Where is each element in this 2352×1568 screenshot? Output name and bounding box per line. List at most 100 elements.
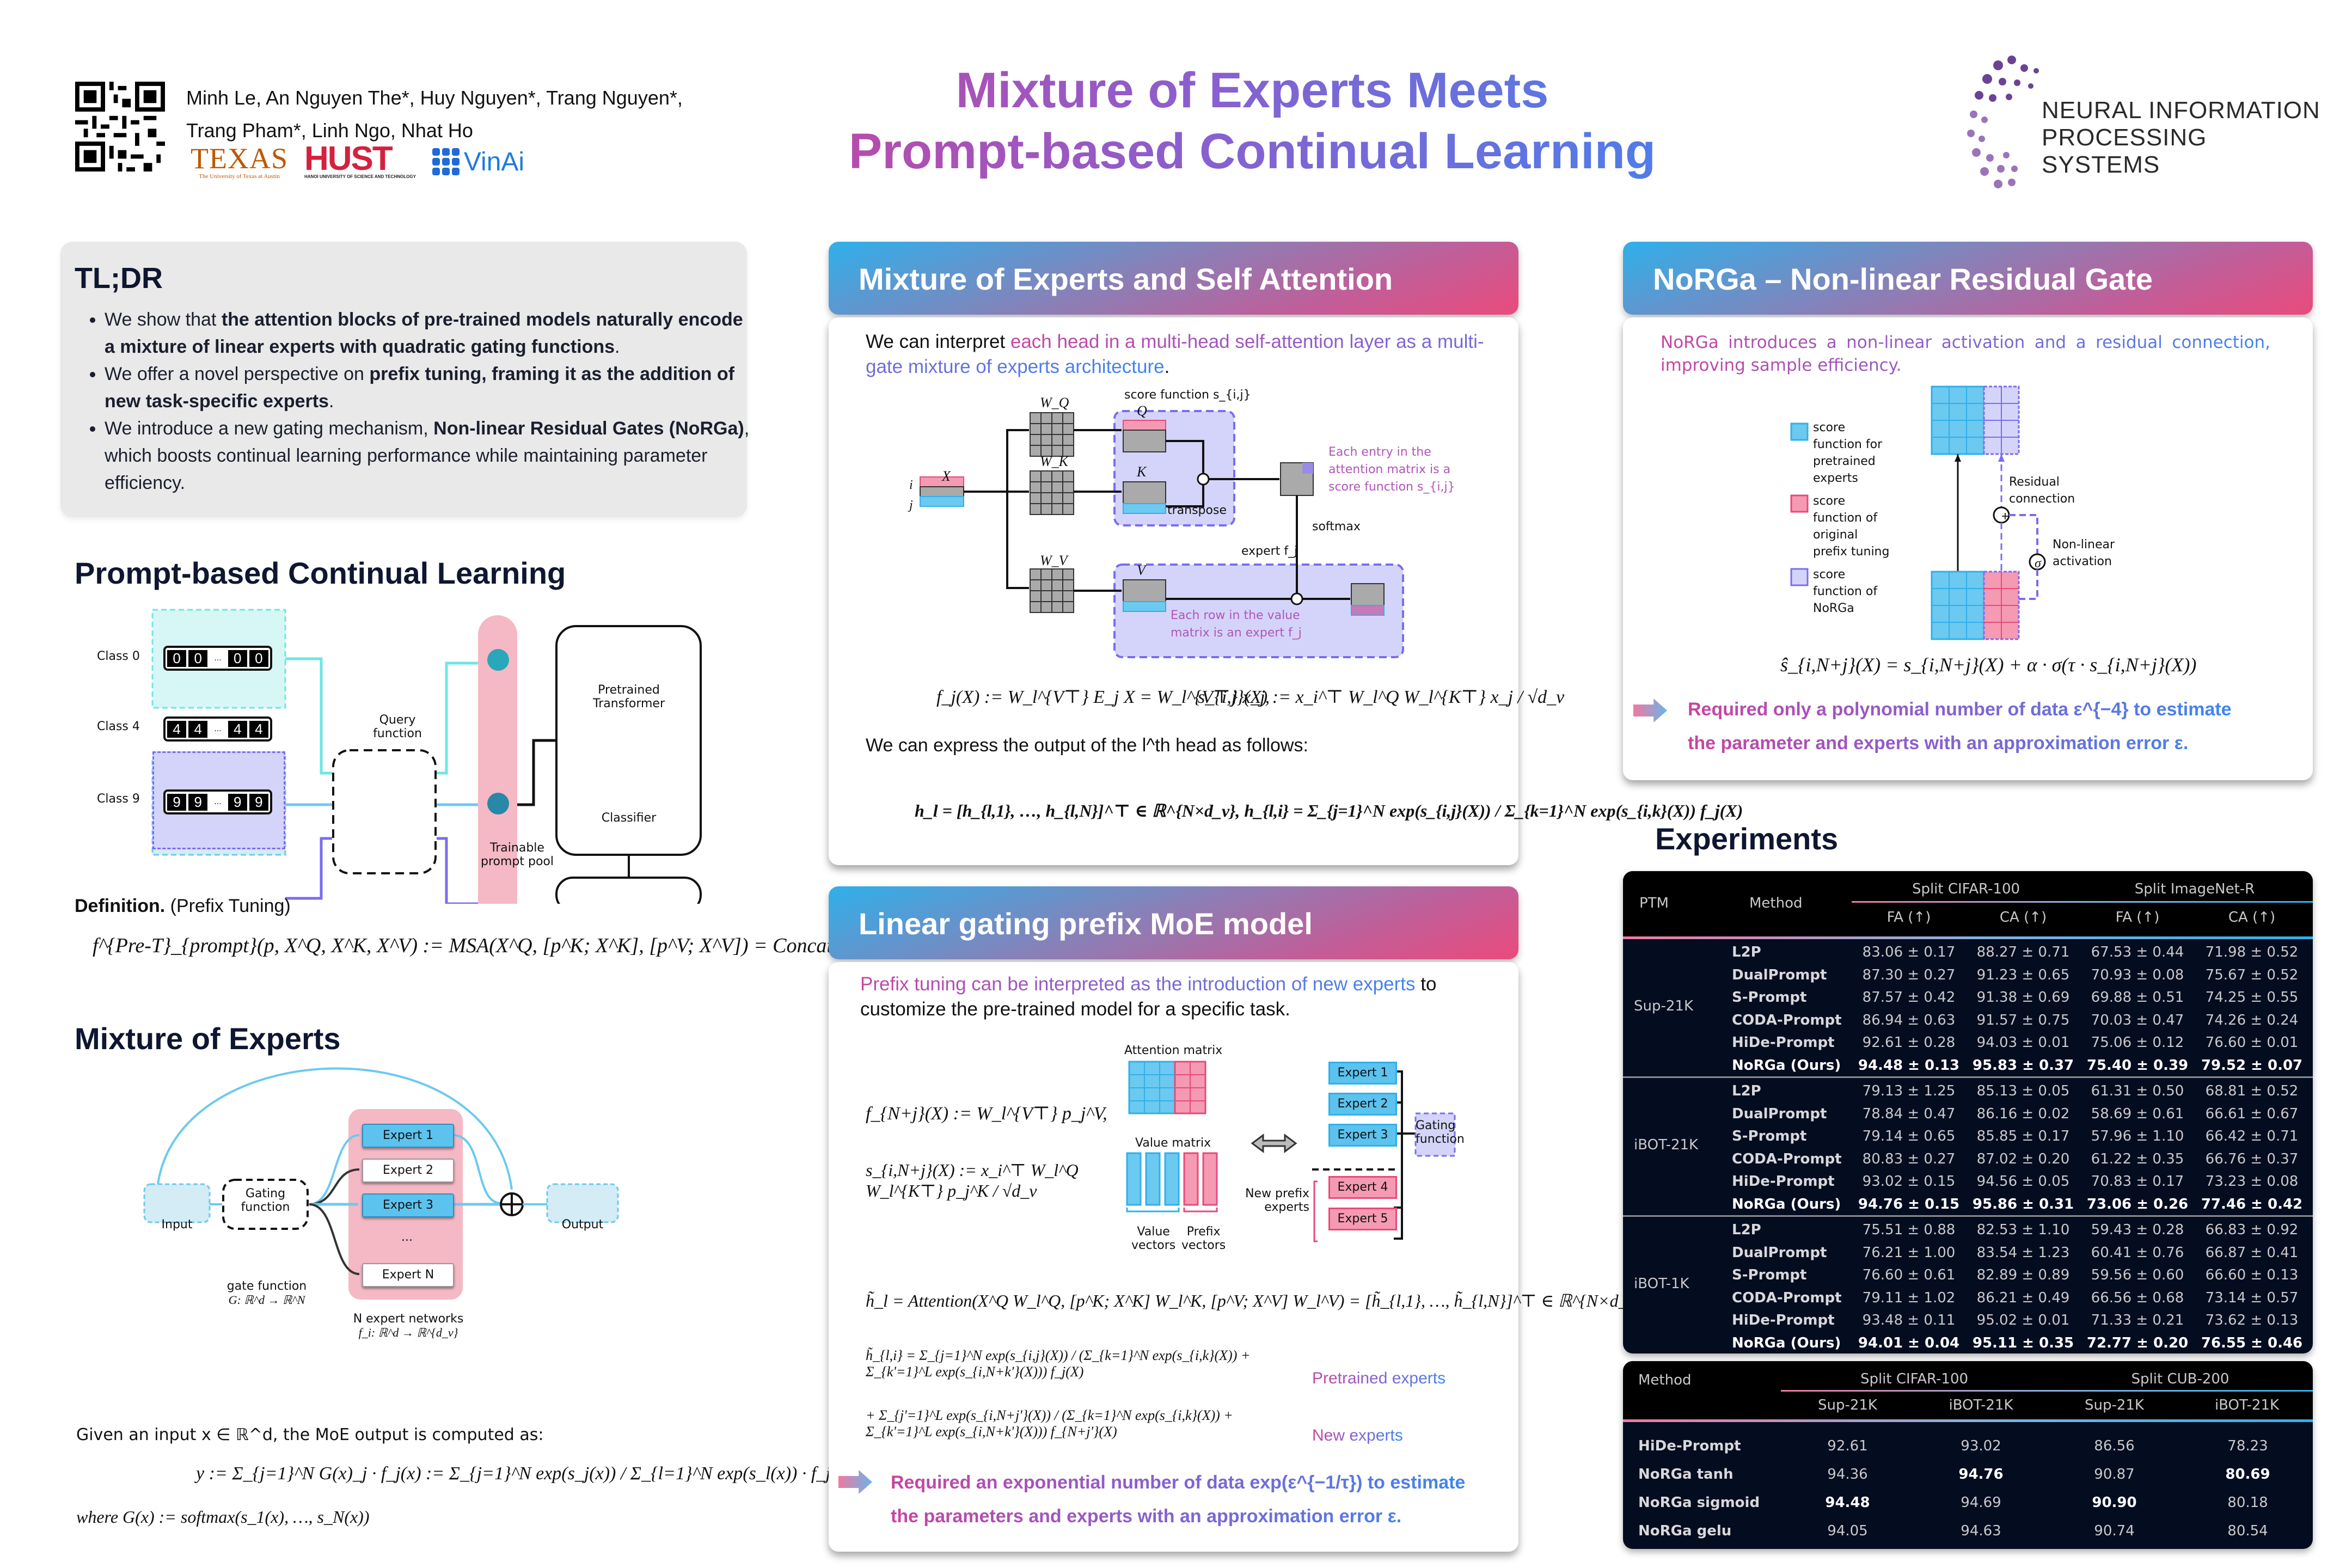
pretrained-experts-formula: h̃_{l,i} = Σ_{j=1}^N exp(s_{i,j}(X)) / (…: [866, 1347, 1251, 1380]
value-cell: 59.56 ± 0.60: [2091, 1267, 2184, 1283]
group-cifar: Split CIFAR-100: [1912, 881, 2020, 897]
ptm-label: iBOT-1K: [1634, 1276, 1689, 1292]
prefix-expert-1: Expert 1: [1328, 1062, 1397, 1085]
norga-intro: NoRGa introduces a non-linear activation…: [1661, 331, 2270, 377]
ptm-label: iBOT-21K: [1634, 1137, 1699, 1153]
wv-label: W_V: [1040, 553, 1068, 568]
value-cell: 82.89 ± 0.89: [1976, 1267, 2070, 1283]
norga-diagram-shapes: [1790, 385, 2046, 640]
value-cell: 90.90: [2092, 1494, 2137, 1511]
wk-label: W_K: [1040, 454, 1068, 469]
value-cell: 86.94 ± 0.63: [1862, 1012, 1956, 1028]
title-line-2: Prompt-based Continual Learning: [848, 124, 1656, 179]
attention-diagram-lines: [920, 410, 1404, 658]
prefix-conclusion: Required an exponential number of data e…: [891, 1466, 1465, 1533]
expert-formula: f_j(X) := W_l^{V⊤} E_j X = W_l^{V⊤} x_j,: [936, 687, 1270, 707]
value-matrix-label: Value matrix: [1135, 1136, 1211, 1150]
moe-input: Input: [161, 1218, 193, 1232]
tldr-heading: TL;DR: [75, 262, 163, 295]
value-cell: 67.53 ± 0.44: [2091, 944, 2184, 960]
qr-code[interactable]: [75, 82, 165, 171]
moe-expert-2: Expert 2: [362, 1159, 454, 1183]
vinai-logo: VinAi: [432, 147, 524, 177]
value-cell: 93.02 ± 0.15: [1862, 1173, 1956, 1190]
subcol: FA (↑): [1886, 909, 1931, 926]
value-cell: 76.60 ± 0.61: [1862, 1267, 1956, 1283]
subcol: Sup-21K: [1817, 1397, 1877, 1413]
method-cell: DualPrompt: [1732, 1244, 1827, 1261]
value-cell: 59.43 ± 0.28: [2091, 1222, 2184, 1238]
prefix-expert-formula: f_{N+j}(X) := W_l^{V⊤} p_j^V,: [866, 1104, 1107, 1124]
value-cell: 74.26 ± 0.24: [2205, 1012, 2299, 1028]
affiliation-logos: TEXAS The University of Texas at Austin …: [191, 140, 524, 181]
method-cell: NoRGa gelu: [1638, 1523, 1732, 1539]
moe-heading: Mixture of Experts: [75, 1021, 341, 1056]
tldr-box: TL;DR We show that the attention blocks …: [60, 242, 749, 517]
neurips-logo: NEURAL INFORMATION PROCESSING SYSTEMS: [1960, 44, 2330, 196]
value-cell: 94.48: [1825, 1494, 1870, 1511]
value-cell: 75.40 ± 0.39: [2086, 1057, 2189, 1074]
value-cell: 77.46 ± 0.42: [2201, 1196, 2303, 1212]
value-cell: 66.87 ± 0.41: [2205, 1244, 2299, 1261]
value-cell: 60.41 ± 0.76: [2091, 1244, 2184, 1261]
method-cell: NoRGa (Ours): [1732, 1334, 1841, 1351]
prefix-expert-diagram: [1116, 1034, 1508, 1274]
moe-given-text: Given an input x ∈ ℝ^d, the MoE output i…: [76, 1425, 544, 1444]
prefix-expert-4: Expert 4: [1328, 1176, 1397, 1199]
method-cell: DualPrompt: [1732, 1105, 1827, 1122]
value-cell: 88.27 ± 0.71: [1976, 944, 2070, 960]
value-cell: 71.98 ± 0.52: [2205, 944, 2299, 960]
x-label: X: [942, 468, 951, 484]
i-label: i: [909, 478, 913, 492]
value-cell: 94.01 ± 0.04: [1858, 1334, 1960, 1351]
method-cell: HiDe-Prompt: [1638, 1438, 1741, 1454]
value-cell: 82.53 ± 1.10: [1976, 1222, 2070, 1238]
subcol: FA (↑): [2115, 909, 2160, 926]
legend-pretrained: score function for pretrained experts: [1813, 421, 1883, 485]
value-cell: 86.56: [2094, 1438, 2135, 1454]
value-cell: 69.88 ± 0.51: [2091, 989, 2184, 1006]
ut-austin-logo: TEXAS The University of Texas at Austin: [191, 142, 288, 180]
method-cell: L2P: [1732, 1222, 1761, 1238]
value-cell: 79.14 ± 0.65: [1862, 1128, 1956, 1144]
pretrained-experts-label: Pretrained experts: [1312, 1369, 1446, 1387]
moe-expert-ellipsis: ...: [401, 1230, 413, 1244]
value-cell: 79.13 ± 1.25: [1862, 1083, 1956, 1099]
method-cell: HiDe-Prompt: [1732, 1034, 1835, 1051]
value-cell: 87.30 ± 0.27: [1862, 966, 1956, 983]
value-cell: 95.83 ± 0.37: [1972, 1057, 2074, 1074]
poster-title: Mixture of Experts Meets Prompt-based Co…: [708, 60, 1797, 182]
value-cell: 61.31 ± 0.50: [2091, 1083, 2184, 1099]
value-cell: 57.96 ± 1.10: [2091, 1128, 2184, 1144]
value-cell: 76.55 ± 0.46: [2201, 1334, 2303, 1351]
value-cell: 70.03 ± 0.47: [2091, 1012, 2184, 1028]
legend-norga: score function of NoRGa: [1813, 568, 1878, 615]
moe-sa-banner: Mixture of Experts and Self Attention: [829, 242, 1518, 315]
new-experts-label: New experts: [1312, 1426, 1403, 1444]
subcol: CA (↑): [2228, 909, 2276, 926]
value-cell: 91.38 ± 0.69: [1976, 989, 2070, 1006]
neurips-name: NEURAL INFORMATION PROCESSING SYSTEMS: [2042, 97, 2320, 178]
value-cell: 93.48 ± 0.11: [1862, 1312, 1956, 1328]
softmax-label: softmax: [1312, 520, 1361, 534]
prefix-moe-banner: Linear gating prefix MoE model: [829, 886, 1518, 959]
method-cell: NoRGa sigmoid: [1638, 1494, 1760, 1511]
value-cell: 94.69: [1961, 1494, 2001, 1511]
j-label: j: [909, 498, 913, 512]
hust-logo: HUST HANOI UNIVERSITY OF SCIENCE AND TEC…: [304, 140, 416, 180]
value-cell: 75.06 ± 0.12: [2091, 1034, 2184, 1051]
value-cell: 91.57 ± 0.75: [1976, 1012, 2070, 1028]
value-cell: 79.11 ± 1.02: [1862, 1289, 1956, 1306]
